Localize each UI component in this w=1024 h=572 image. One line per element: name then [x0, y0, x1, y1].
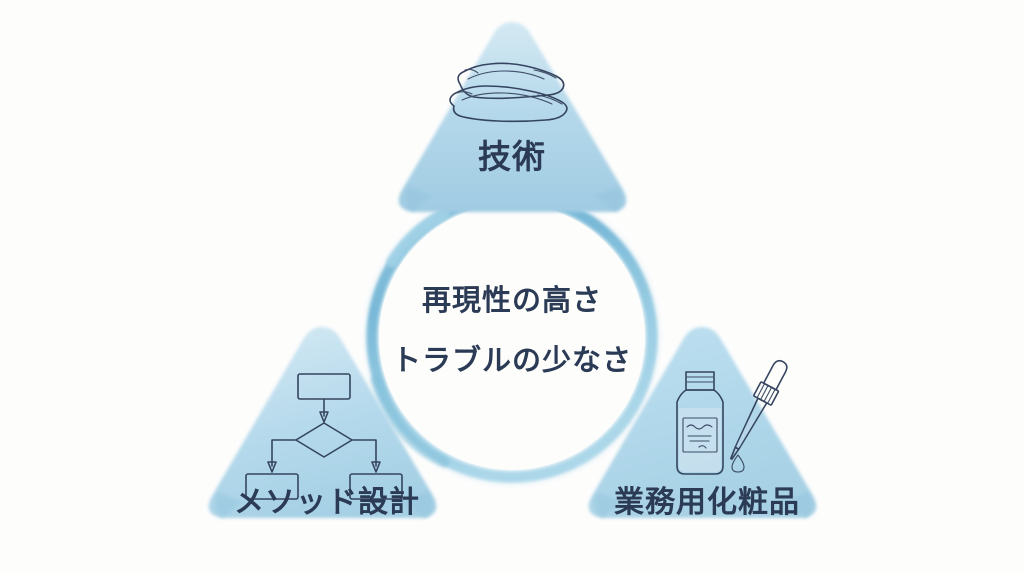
- node-method-design[interactable]: メソッド設計: [208, 327, 437, 520]
- center-text-line-1: 再現性の高さ: [422, 283, 602, 317]
- center-ring: [365, 190, 659, 484]
- dropper-bottle-icon: [676, 359, 788, 475]
- caring-hands-icon: [449, 62, 568, 123]
- node-technique[interactable]: 技術: [398, 22, 627, 212]
- triangle-shape-technique: [398, 22, 627, 212]
- center-text-group: 再現性の高さ トラブルの少なさ: [392, 283, 632, 377]
- node-label-technique: 技術: [478, 137, 546, 176]
- triangle-shape-method-design: [208, 327, 437, 518]
- flowchart-icon: [245, 373, 403, 500]
- node-professional-cosmetics[interactable]: 業務用化粧品: [588, 327, 817, 520]
- center-text-line-2: トラブルの少なさ: [392, 343, 632, 377]
- node-label-method-design: メソッド設計: [234, 485, 420, 520]
- node-label-professional-cosmetics: 業務用化粧品: [614, 485, 800, 520]
